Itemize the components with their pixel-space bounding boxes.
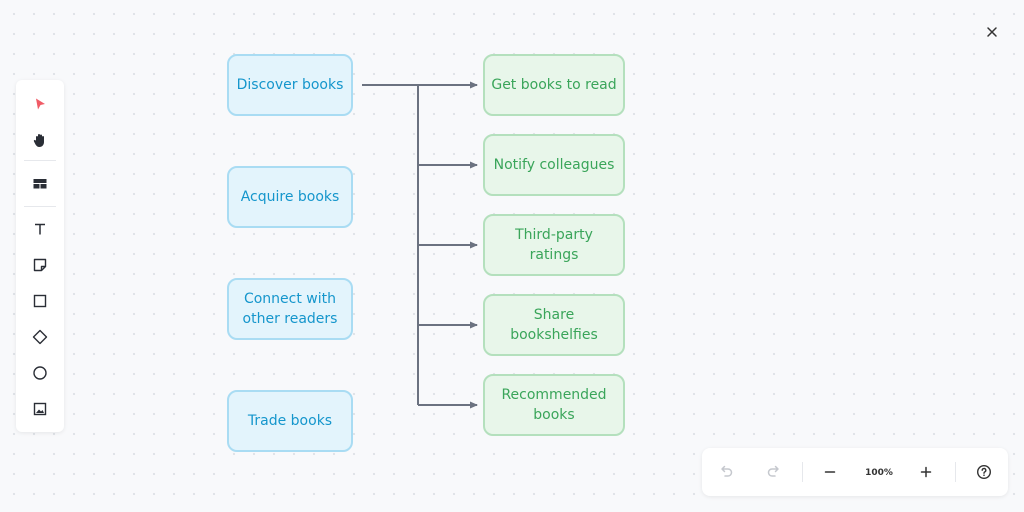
tool-ellipse[interactable] [28, 361, 52, 385]
node-notify-colleagues[interactable]: Notify colleagues [483, 134, 625, 196]
tool-hand[interactable] [28, 128, 52, 152]
table-icon [33, 179, 47, 189]
ellipse-icon [33, 366, 47, 380]
plus-icon [920, 466, 932, 478]
toolbar-divider [24, 206, 56, 207]
help-button[interactable] [972, 460, 996, 484]
cursor-icon [36, 98, 45, 110]
rectangle-icon [33, 294, 47, 308]
close-icon [987, 27, 997, 37]
toolbar-divider [24, 160, 56, 161]
node-discover-books[interactable]: Discover books [227, 54, 353, 116]
controls-divider [802, 462, 803, 482]
node-connect-with-other-readers[interactable]: Connect with other readers [227, 278, 353, 340]
minus-icon [824, 471, 836, 473]
tool-text[interactable] [28, 217, 52, 241]
redo-icon [767, 465, 779, 477]
node-label: Third-party ratings [515, 227, 593, 263]
node-label: Recommended books [501, 387, 607, 423]
hand-icon [33, 134, 44, 147]
zoom-level: 100% [865, 468, 893, 478]
node-acquire-books[interactable]: Acquire books [227, 166, 353, 228]
connector-trunk[interactable] [362, 84, 419, 405]
undo-button[interactable] [714, 460, 738, 484]
node-get-books-to-read[interactable]: Get books to read [483, 54, 625, 116]
controls-divider [955, 462, 956, 482]
undo-icon [721, 465, 733, 477]
tool-select[interactable] [28, 92, 52, 116]
node-recommended-books[interactable]: Recommended books [483, 374, 625, 436]
node-label: Connect with other readers [242, 291, 338, 327]
redo-button[interactable] [762, 460, 786, 484]
close-button[interactable] [981, 21, 1003, 43]
node-label: Acquire books [240, 189, 340, 205]
text-icon [35, 223, 45, 235]
tool-palette [16, 80, 64, 432]
canvas-controls [702, 448, 1008, 496]
tool-table[interactable] [28, 172, 52, 196]
tool-image[interactable] [28, 397, 52, 421]
sticky-note-icon [33, 258, 47, 272]
node-share-bookshelfies[interactable]: Share bookshelfies [483, 294, 625, 356]
node-third-party-ratings[interactable]: Third-party ratings [483, 214, 625, 276]
zoom-in-button[interactable] [914, 460, 938, 484]
node-trade-books[interactable]: Trade books [227, 390, 353, 452]
tool-rectangle[interactable] [28, 289, 52, 313]
node-label: Share bookshelfies [510, 307, 598, 343]
node-label: Trade books [247, 413, 333, 429]
help-icon [976, 464, 992, 480]
tool-sticky-note[interactable] [28, 253, 52, 277]
node-label: Discover books [236, 77, 344, 93]
node-label: Get books to read [491, 77, 617, 93]
diamond-icon [32, 329, 48, 345]
image-icon [33, 402, 47, 416]
tool-diamond[interactable] [28, 325, 52, 349]
node-label: Notify colleagues [493, 157, 615, 173]
zoom-out-button[interactable] [818, 460, 842, 484]
